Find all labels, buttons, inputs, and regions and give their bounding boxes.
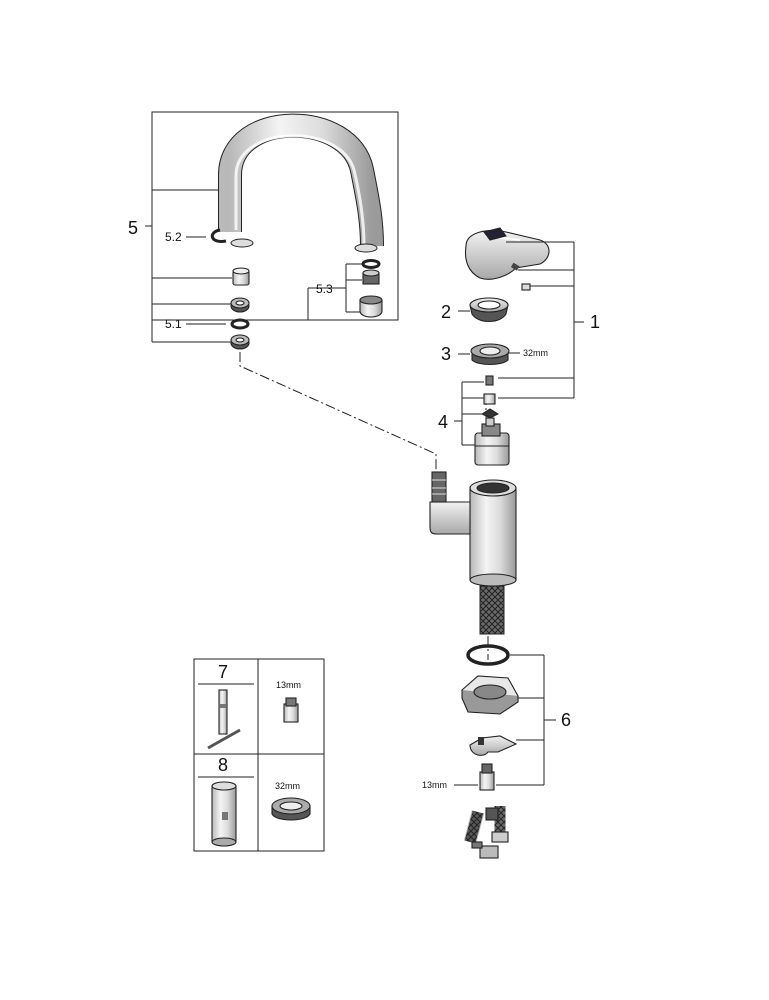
o-ring-5-1 <box>230 318 250 330</box>
callout-1: 1 <box>590 312 600 332</box>
nut-32mm <box>271 797 311 821</box>
cartridge-nut <box>470 343 510 366</box>
spout-connector <box>431 471 447 503</box>
connector-13mm <box>283 697 299 723</box>
callout-5: 5 <box>128 218 138 238</box>
tools-box: 7 8 13mm 32mm <box>193 658 325 852</box>
mounting-group: 13mm 6 <box>422 644 571 859</box>
tool-8-label: 8 <box>218 755 228 775</box>
aerator-housing <box>359 295 383 318</box>
dim-13mm: 13mm <box>422 780 447 790</box>
dim-32mm: 32mm <box>523 348 548 358</box>
supply-hose-upper <box>479 585 505 635</box>
tool-7-size: 13mm <box>276 680 301 690</box>
tool-7-label: 7 <box>218 662 228 682</box>
socket-tool-13mm <box>207 689 241 750</box>
spout-group: 5 5.2 5.1 5.3 <box>128 111 399 350</box>
callout-5-2: 5.2 <box>165 230 182 244</box>
callout-6: 6 <box>561 710 571 730</box>
cover-cap <box>469 297 509 323</box>
supply-hoses-lower <box>463 806 509 859</box>
stem-washer <box>480 408 500 419</box>
aerator-seal <box>361 259 381 269</box>
spout-fitting <box>232 267 250 286</box>
spout-base-nut <box>230 334 250 350</box>
callout-5-3: 5.3 <box>316 282 333 296</box>
callout-4: 4 <box>438 412 448 432</box>
grub-screw <box>510 262 531 291</box>
base-seal <box>466 644 510 666</box>
tool-8-size: 32mm <box>275 781 300 791</box>
threaded-connector <box>479 763 495 791</box>
socket-tool-32mm <box>211 781 237 847</box>
support-plate <box>461 675 519 715</box>
spout-nut <box>230 297 250 313</box>
callout-2: 2 <box>441 302 451 322</box>
retaining-clip <box>210 228 227 243</box>
stem-adapter <box>483 393 496 405</box>
spout-frame <box>151 111 399 321</box>
stem-screw <box>485 375 494 386</box>
assembly-line <box>239 352 437 470</box>
handle-group: 1 2 3 32mm <box>438 227 600 466</box>
fixing-bracket <box>469 735 518 756</box>
cartridge <box>474 417 510 466</box>
aerator-insert <box>362 269 380 285</box>
callout-3: 3 <box>441 344 451 364</box>
callout-5-1: 5.1 <box>165 317 182 331</box>
mixer-body <box>429 471 517 587</box>
